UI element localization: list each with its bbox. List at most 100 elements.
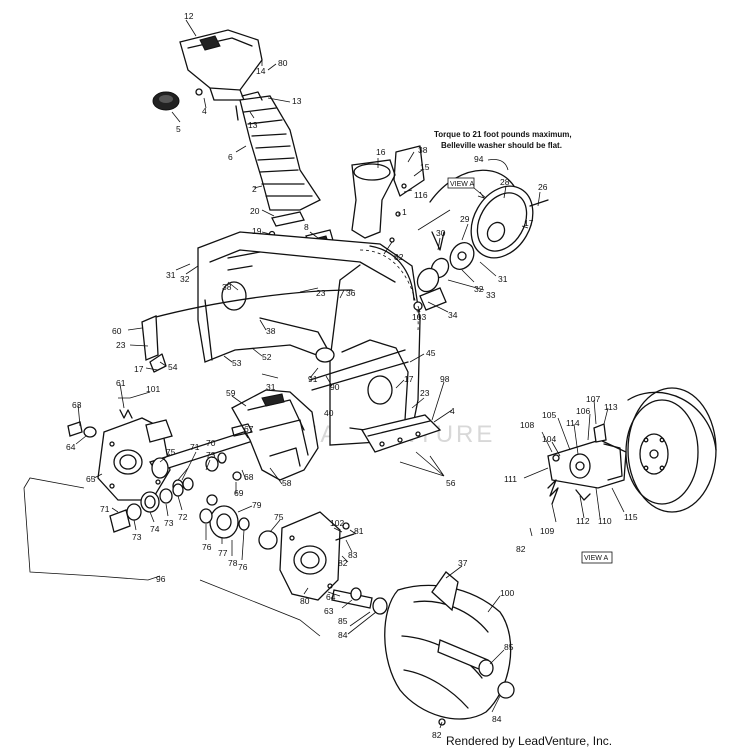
callout: 6 [228, 152, 233, 162]
callout: 104 [542, 434, 556, 444]
callout: 82 [432, 730, 442, 740]
callout: 75 [166, 447, 176, 457]
callout: 16 [376, 147, 386, 157]
callout: 78 [228, 558, 238, 568]
callout: 105 [542, 410, 556, 420]
callout: 12 [184, 11, 194, 21]
view-a-box-top: VIEW A [447, 177, 487, 199]
callout: 33 [486, 290, 496, 300]
callout: 54 [168, 362, 178, 372]
callout: 29 [460, 214, 470, 224]
callout: 60 [112, 326, 122, 336]
chute-base [351, 145, 425, 243]
callout: 40 [324, 408, 334, 418]
callout: 13 [292, 96, 302, 106]
callout: 82 [338, 558, 348, 568]
callout: 115 [624, 512, 638, 522]
callout: 80 [300, 596, 310, 606]
callout: 69 [234, 488, 244, 498]
callout: 107 [586, 394, 600, 404]
callout: 64 [326, 592, 336, 602]
group-bracket-96 [23, 477, 321, 637]
callout: 17 [404, 374, 414, 384]
callout: 31 [166, 270, 176, 280]
auger-pulley [470, 185, 549, 259]
chute-flange [268, 211, 305, 238]
friction-wheel-assembly [547, 423, 627, 489]
callout: 108 [520, 420, 534, 430]
gearbox-worm-gear [199, 471, 278, 550]
callout: 109 [540, 526, 554, 536]
callout: 5 [176, 124, 181, 134]
callout: 23 [116, 340, 126, 350]
callout: 68 [244, 472, 254, 482]
callout: 19 [252, 226, 262, 236]
callout: 79 [252, 500, 262, 510]
chute-deflector [179, 29, 263, 101]
callout: 1 [402, 207, 407, 217]
callout: 14 [256, 66, 266, 76]
render-credit: Rendered by LeadVenture, Inc. [446, 734, 612, 748]
callout: 15 [420, 162, 430, 172]
chute-knob [152, 88, 203, 111]
callout: 58 [282, 478, 292, 488]
callout: 106 [576, 406, 590, 416]
callout: 100 [500, 588, 514, 598]
auger-flight [384, 571, 512, 720]
housing-skid [360, 414, 442, 453]
pulley-bearing [413, 267, 447, 311]
callout: 28 [500, 177, 510, 187]
callout: 71 [100, 504, 110, 514]
impeller [231, 389, 319, 481]
callout-labels: 12 14 80 5 4 13 13 6 2 20 19 16 38 15 11… [66, 11, 638, 740]
callout: 38 [222, 282, 232, 292]
callout: 76 [202, 542, 212, 552]
callout: 63 [324, 606, 334, 616]
gearbox-plug [67, 421, 97, 438]
callout: 53 [232, 358, 242, 368]
callout: 90 [330, 382, 340, 392]
callout: 103 [412, 312, 426, 322]
callout: 94 [474, 154, 484, 164]
callout: 84 [338, 630, 348, 640]
pulley-key [431, 231, 445, 251]
callout: 98 [440, 374, 450, 384]
gearbox-bracket [231, 423, 253, 437]
callout: 73 [206, 450, 216, 460]
callout: 31 [266, 382, 276, 392]
gearbox-thrust-stack [109, 483, 184, 533]
callout: 76 [238, 562, 248, 572]
callout: 74 [150, 524, 160, 534]
callout: 67 [244, 424, 254, 434]
auger-control-rod [141, 289, 353, 373]
callout: 73 [164, 518, 174, 528]
gearbox-worm-shaft [149, 429, 257, 493]
callout: 45 [426, 348, 436, 358]
gearbox-right-half [279, 511, 355, 601]
callout: 75 [274, 512, 284, 522]
callout: 71 [190, 442, 200, 452]
svg-text:VIEW A: VIEW A [584, 555, 608, 562]
callout: 61 [116, 378, 126, 388]
callout: 85 [504, 642, 514, 652]
friction-spring [547, 479, 591, 505]
callout: 96 [156, 574, 166, 584]
chute-tube [235, 91, 321, 211]
callout: 102 [330, 518, 344, 528]
drive-wheel [625, 387, 717, 513]
callout: 65 [86, 474, 96, 484]
torque-note-line2: Belleville washer should be flat. [441, 141, 562, 150]
callout: 85 [338, 616, 348, 626]
callout: 111 [504, 474, 517, 484]
auger-housing [197, 231, 421, 446]
view-a-box-bottom: VIEW A [581, 551, 613, 564]
callout: 59 [226, 388, 236, 398]
callout: 34 [448, 310, 458, 320]
callout: 38 [418, 145, 428, 155]
callout: 23 [316, 288, 326, 298]
callout: 82 [516, 544, 526, 554]
torque-note-line1: Torque to 21 foot pounds maximum, [434, 130, 572, 139]
pulley-hub [430, 242, 475, 279]
callout: 101 [146, 384, 160, 394]
